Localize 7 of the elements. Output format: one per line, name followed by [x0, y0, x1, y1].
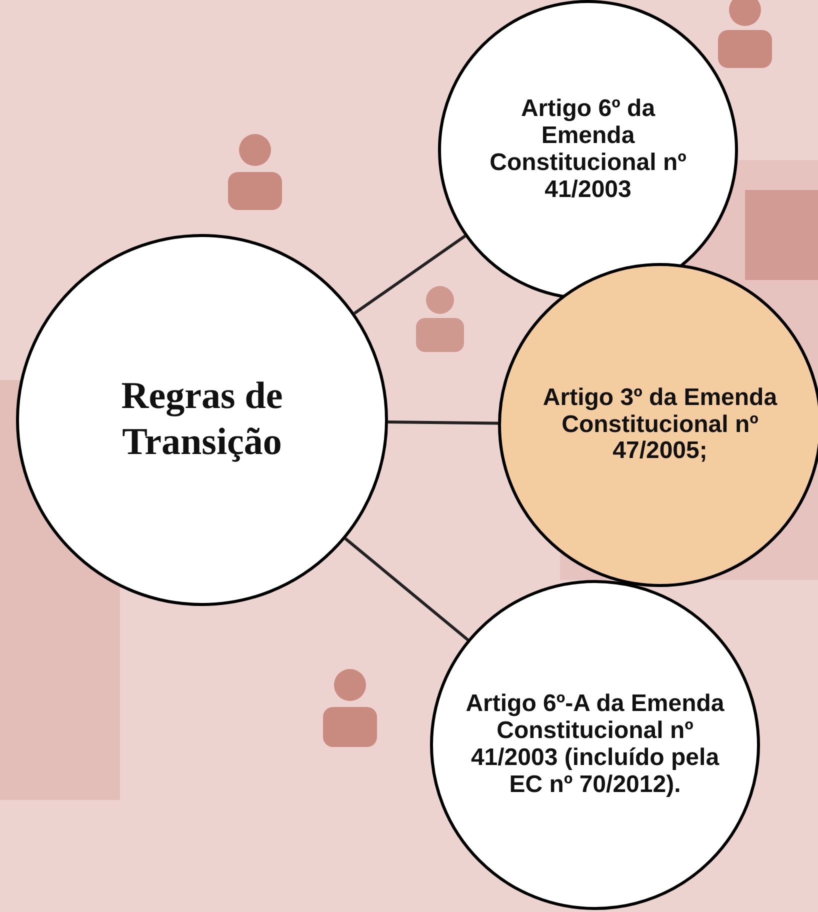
node-text: Regras de Transição [120, 374, 284, 465]
node-text: Artigo 3º da Emenda Constitucional nº 47/2005; [542, 384, 778, 466]
connector-line [354, 234, 466, 315]
connector-line [344, 537, 469, 641]
node-text: Artigo 6º da Emenda Constitucional nº 41/2003 [488, 96, 688, 204]
node-text: Artigo 6º-A da Emenda Constitucional nº 41/2003 (incluído pela EC nº 70/2012). [464, 691, 726, 799]
connector-line [388, 420, 498, 425]
